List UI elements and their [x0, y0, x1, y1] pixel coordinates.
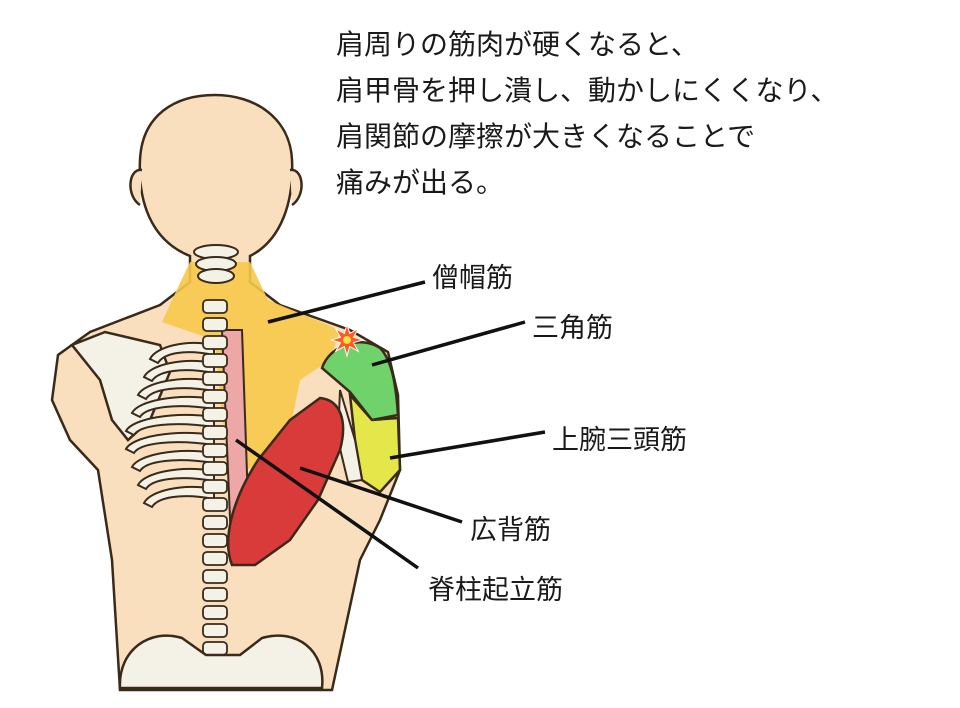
- vertebra: [202, 371, 228, 386]
- vertebra: [202, 641, 228, 656]
- rib: [142, 485, 215, 509]
- caption-line-3: 肩関節の摩擦が大きくなることで: [336, 120, 756, 153]
- vertebra: [202, 335, 228, 350]
- thoracic-lumbar-spine: [202, 299, 228, 656]
- label-deltoid: 三角筋: [532, 313, 613, 344]
- caption-line-4: 痛みが出る。: [336, 166, 505, 199]
- rib: [148, 341, 215, 365]
- vertebra: [202, 497, 228, 512]
- vertebra: [202, 623, 228, 638]
- rib: [124, 432, 215, 455]
- pain-burst-icon: [329, 322, 365, 358]
- latissimus-dorsi-muscle: [226, 396, 345, 567]
- label-triceps: 上腕三頭筋: [552, 425, 687, 456]
- caption-line-2: 肩甲骨を押し潰し、動かしにくくなり、: [336, 74, 839, 107]
- vertebra: [202, 461, 228, 476]
- label-trapezius: 僧帽筋: [432, 263, 513, 294]
- vertebra: [202, 515, 228, 530]
- leader-line-trapezius: [267, 280, 426, 324]
- vertebra: [202, 317, 228, 332]
- vertebra: [202, 551, 228, 566]
- cervical-spine: [193, 244, 239, 284]
- ribcage-left: [124, 341, 215, 509]
- vertebra: [202, 353, 228, 368]
- leader-line-deltoid: [371, 320, 526, 367]
- leader-line-triceps: [389, 430, 546, 460]
- rib: [130, 396, 215, 419]
- vertebra: [202, 443, 228, 458]
- vertebra: [202, 479, 228, 494]
- caption-line-1: 肩周りの筋肉が硬くなると、: [336, 28, 699, 61]
- left-ear: [129, 168, 143, 207]
- label-latissimus: 広背筋: [470, 515, 551, 546]
- leader-line-erector: [234, 438, 420, 570]
- vertebra: [202, 299, 228, 314]
- vertebra: [202, 533, 228, 548]
- rib: [130, 450, 215, 473]
- pelvis: [118, 634, 324, 690]
- vertebra: [202, 605, 228, 620]
- vertebra: [202, 389, 228, 404]
- leader-line-latissimus: [299, 466, 463, 524]
- right-ear: [289, 168, 303, 207]
- vertebra: [202, 425, 228, 440]
- rib: [136, 378, 215, 401]
- rib: [142, 359, 215, 383]
- rib: [136, 468, 215, 491]
- vertebra: [202, 569, 228, 584]
- label-erector-spinae: 脊柱起立筋: [428, 575, 563, 606]
- rib: [124, 414, 215, 437]
- vertebra: [202, 587, 228, 602]
- vertebra: [202, 407, 228, 422]
